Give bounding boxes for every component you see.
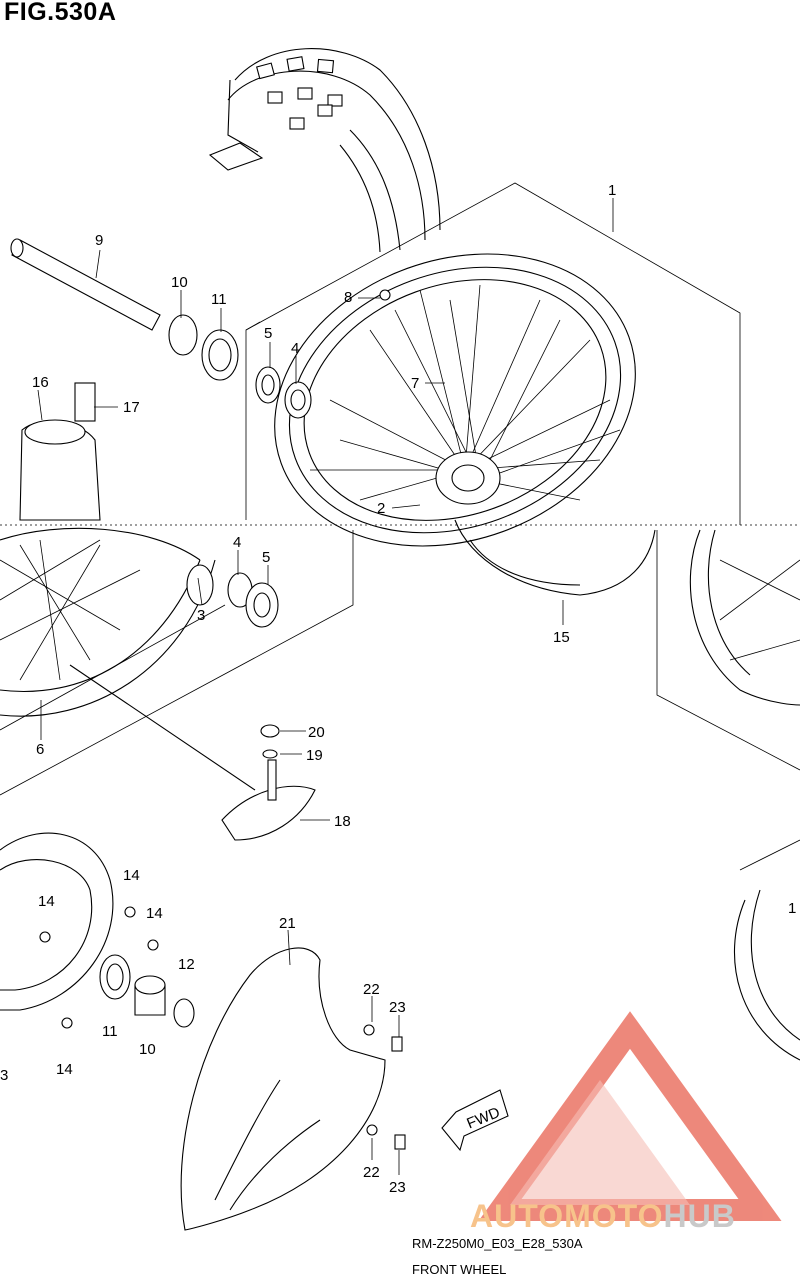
callout-21: 21: [279, 915, 296, 932]
callout-9: 9: [95, 232, 103, 249]
bearings-upper: [255, 366, 312, 419]
callout-23b: 23: [389, 1179, 406, 1196]
callout-11: 11: [211, 291, 227, 308]
callout-5: 5: [264, 325, 272, 342]
callout-10b: 10: [139, 1041, 156, 1058]
callout-3: 3: [197, 607, 205, 624]
callout-12: 12: [178, 956, 195, 973]
callout-20: 20: [308, 724, 325, 741]
callout-14c: 14: [146, 905, 163, 922]
leader-lines: [37, 198, 614, 1175]
callout-1-right: 1: [788, 900, 796, 917]
callout-3b: 3: [0, 1067, 8, 1084]
callout-14b: 14: [38, 893, 55, 910]
drawing-code: RM-Z250M0_E03_E28_530A: [412, 1236, 583, 1251]
callout-11b: 11: [102, 1023, 118, 1040]
drawing-caption: FRONT WHEEL: [412, 1262, 507, 1277]
hub-parts-lower: [99, 954, 195, 1028]
disc-bolts: [39, 906, 159, 1029]
callout-15: 15: [553, 629, 570, 646]
callout-23a: 23: [389, 999, 406, 1016]
callout-14a: 14: [123, 867, 140, 884]
callout-16: 16: [32, 374, 49, 391]
callout-2: 2: [377, 500, 385, 517]
front-wheel-assembly: [274, 253, 636, 547]
callout-18: 18: [334, 813, 351, 830]
callout-22b: 22: [363, 1164, 380, 1181]
callout-22a: 22: [363, 981, 380, 998]
callout-4b: 4: [233, 534, 241, 551]
tire-side-view: [19, 382, 101, 521]
watermark-logo: [478, 1011, 782, 1221]
callout-7: 7: [411, 375, 419, 392]
tube-illustration: [454, 519, 656, 596]
callout-6: 6: [36, 741, 44, 758]
fwd-arrow-icon: FWD: [441, 1089, 509, 1152]
callout-5b: 5: [262, 549, 270, 566]
callout-8: 8: [344, 289, 352, 306]
watermark-text-part1: AUTOMOTO: [470, 1198, 664, 1234]
right-wheel-view: [689, 529, 800, 706]
callout-4: 4: [291, 340, 299, 357]
callout-17: 17: [123, 399, 140, 416]
callout-10: 10: [171, 274, 188, 291]
callout-19: 19: [306, 747, 323, 764]
assembly-frame: [0, 182, 800, 871]
brake-disc: [0, 832, 800, 1061]
tire-illustration: [208, 48, 441, 253]
spacer-and-seal: [168, 314, 239, 381]
axle-part: [10, 238, 161, 331]
front-fender: [180, 947, 406, 1231]
watermark-text: AUTOMOTOHUB: [470, 1198, 736, 1235]
callout-14d: 14: [56, 1061, 73, 1078]
watermark-text-part2: HUB: [663, 1198, 736, 1234]
callout-numbers: 1 9 10 11 8 5 4 7 16 17 2 4 5 3 15 6 20 …: [0, 182, 796, 1196]
callout-1: 1: [608, 182, 616, 199]
rim-band-and-valve: [69, 664, 316, 841]
rear-side-wheel-view: [0, 527, 279, 717]
figure-title: FIG.530A: [4, 0, 117, 26]
